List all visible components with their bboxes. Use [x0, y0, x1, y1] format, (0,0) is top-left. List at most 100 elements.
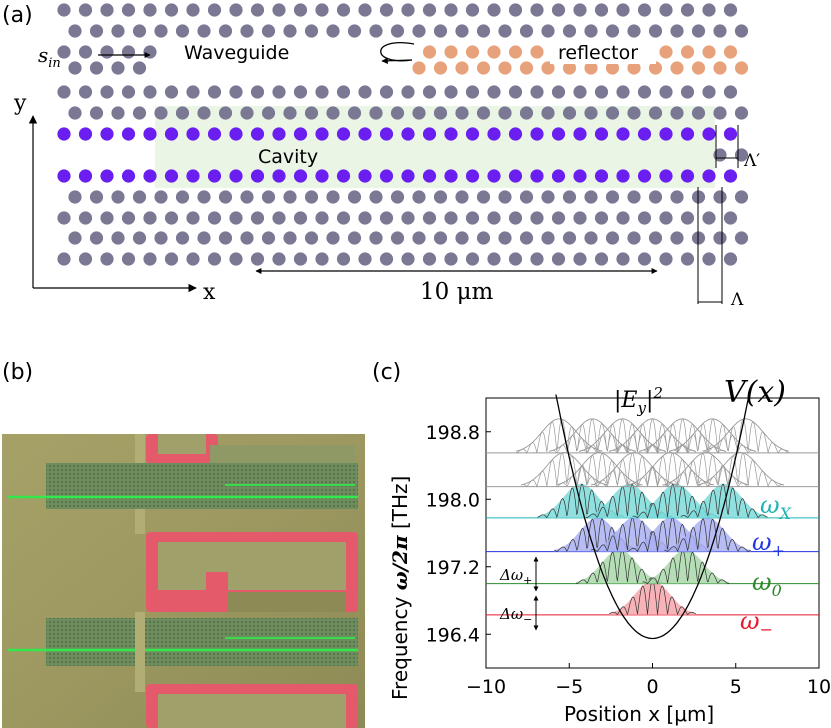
y-tick-label: 197.2 — [426, 557, 480, 579]
crystal-hole — [57, 85, 71, 99]
crystal-hole — [218, 231, 233, 245]
crystal-hole — [186, 127, 200, 141]
crystal-hole — [390, 106, 405, 120]
panel-b-label: (b) — [2, 360, 33, 385]
crystal-hole — [164, 3, 179, 17]
lambda-annotation — [697, 187, 723, 304]
mode-oscillation — [639, 418, 726, 455]
crystal-hole — [723, 85, 738, 99]
crystal-hole — [315, 252, 329, 266]
crystal-hole — [541, 61, 555, 75]
crystal-hole — [487, 211, 501, 225]
crystal-hole — [584, 231, 598, 245]
crystal-hole — [401, 85, 415, 99]
crystal-hole — [702, 169, 716, 183]
crystal-hole — [315, 127, 329, 141]
crystal-hole — [498, 190, 512, 204]
crystal-hole — [422, 211, 437, 225]
crystal-hole — [326, 231, 340, 245]
crystal-hole — [250, 85, 265, 99]
crystal-hole — [541, 24, 555, 38]
crystal-hole — [444, 169, 458, 183]
crystal-hole — [57, 127, 71, 141]
crystal-hole — [261, 106, 276, 120]
crystal-hole — [422, 252, 437, 266]
crystal-hole — [272, 127, 286, 141]
crystal-hole — [336, 127, 351, 141]
crystal-hole — [444, 3, 458, 17]
crystal-hole — [659, 127, 673, 141]
mode-oscillation — [627, 452, 715, 488]
crystal-hole — [100, 127, 114, 141]
scale-label: 10 μm — [420, 279, 494, 305]
crystal-hole — [455, 61, 469, 75]
crystal-hole — [433, 24, 448, 38]
crystal-hole — [498, 24, 512, 38]
crystal-hole — [121, 252, 136, 266]
crystal-hole — [476, 61, 491, 75]
crystal-hole — [57, 3, 71, 17]
crystal-hole — [379, 169, 394, 183]
crystal-hole — [519, 61, 534, 75]
crystal-hole — [680, 252, 695, 266]
crystal-hole — [562, 24, 577, 38]
crystal-hole — [326, 24, 340, 38]
crystal-hole — [530, 45, 544, 59]
crystal-hole — [691, 106, 706, 120]
crystal-hole — [637, 85, 652, 99]
crystal-hole — [240, 231, 254, 245]
crystal-hole — [530, 3, 544, 17]
crystal-hole — [562, 106, 577, 120]
x-tick-label: −10 — [466, 676, 506, 698]
crystal-hole — [702, 3, 716, 17]
lambda-prime-annotation — [715, 125, 739, 168]
crystal-hole — [541, 231, 555, 245]
crystal-hole — [379, 85, 394, 99]
crystal-hole — [670, 24, 684, 38]
crystal-hole — [186, 211, 200, 225]
crystal-hole — [573, 127, 587, 141]
crystal-hole — [530, 127, 544, 141]
crystal-hole — [293, 3, 308, 17]
crystal-hole — [584, 24, 598, 38]
crystal-hole — [734, 24, 749, 38]
crystal-hole — [455, 190, 469, 204]
crystal-hole — [326, 190, 340, 204]
crystal-hole — [121, 211, 136, 225]
crystal-hole — [304, 231, 319, 245]
crystal-hole — [412, 61, 426, 75]
mode-envelope — [520, 452, 608, 486]
crystal-hole — [132, 106, 147, 120]
crystal-hole — [562, 231, 577, 245]
crystal-hole — [68, 106, 82, 120]
crystal-hole — [272, 169, 286, 183]
crystal-hole — [465, 127, 480, 141]
crystal-hole — [659, 85, 673, 99]
crystal-hole — [347, 231, 362, 245]
crystal-hole — [702, 252, 716, 266]
crystal-hole — [605, 61, 620, 75]
crystal-hole — [272, 85, 286, 99]
crystal-hole — [605, 231, 620, 245]
potential-label: V(x) — [724, 375, 786, 410]
crystal-hole — [594, 211, 609, 225]
crystal-hole — [154, 24, 168, 38]
crystal-hole — [412, 24, 426, 38]
delta-omega-plus-label: Δω+ — [499, 566, 532, 587]
crystal-hole — [358, 169, 372, 183]
crystal-hole — [530, 252, 544, 266]
crystal-hole — [648, 24, 663, 38]
crystal-hole — [455, 231, 469, 245]
crystal-hole — [132, 190, 147, 204]
crystal-hole — [78, 252, 93, 266]
crystal-hole — [702, 85, 716, 99]
crystal-hole — [627, 190, 641, 204]
crystal-hole — [207, 3, 222, 17]
crystal-hole — [723, 252, 738, 266]
crystal-hole — [401, 169, 415, 183]
crystal-hole — [562, 190, 577, 204]
mode-oscillation — [590, 452, 678, 488]
crystal-hole — [551, 85, 566, 99]
